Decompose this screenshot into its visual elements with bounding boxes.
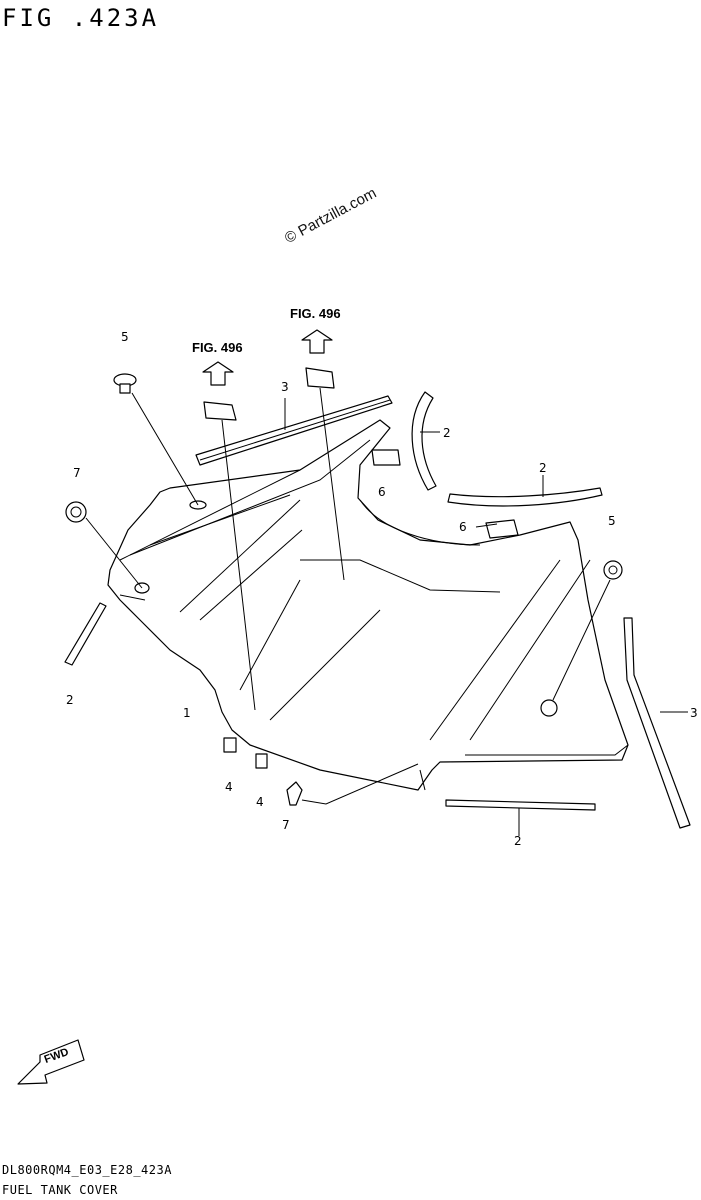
trim-2-lower [445,799,596,811]
screw-5-left [113,373,137,394]
clip-4-b [255,753,268,769]
callout-6: 6 [378,485,386,499]
arrow-up-right-icon [301,329,333,354]
tab-right [305,367,335,389]
fuel-tank-cover-part [107,419,629,791]
callout-3: 3 [281,380,289,394]
grommet-5-right [540,560,623,717]
callout-5: 5 [608,514,616,528]
grommet-7-left [65,501,87,523]
pad-6-lower [485,519,519,539]
strip-3-right [623,617,691,829]
strip-3-upper [195,395,393,466]
footer-code: DL800RQM4_E03_E28_423A [2,1163,172,1177]
tab-left [203,401,237,421]
callout-7: 7 [73,466,81,480]
fwd-arrow-icon [17,1039,85,1085]
leader-lines [85,387,688,836]
trim-2-left [64,602,107,666]
trim-2-mid [447,487,603,507]
pad-6-upper [371,449,401,466]
callout-2: 2 [443,426,451,440]
callout-5: 5 [121,330,129,344]
arrow-up-left-icon [202,361,234,386]
callout-6: 6 [459,520,467,534]
callout-4: 4 [256,795,264,809]
fastener-7-lower [286,781,303,806]
clip-4-a [223,737,237,753]
callout-2: 2 [539,461,547,475]
figure-title: FIG .423A [2,4,160,32]
fig-ref-right: FIG. 496 [290,306,341,321]
callout-2: 2 [66,693,74,707]
callout-3: 3 [690,706,698,720]
trim-2-curved [411,391,437,491]
callout-1: 1 [183,706,191,720]
fig-ref-left: FIG. 496 [192,340,243,355]
callout-7: 7 [282,818,290,832]
callout-4: 4 [225,780,233,794]
callout-2: 2 [514,834,522,848]
footer-caption: FUEL TANK COVER [2,1183,118,1197]
